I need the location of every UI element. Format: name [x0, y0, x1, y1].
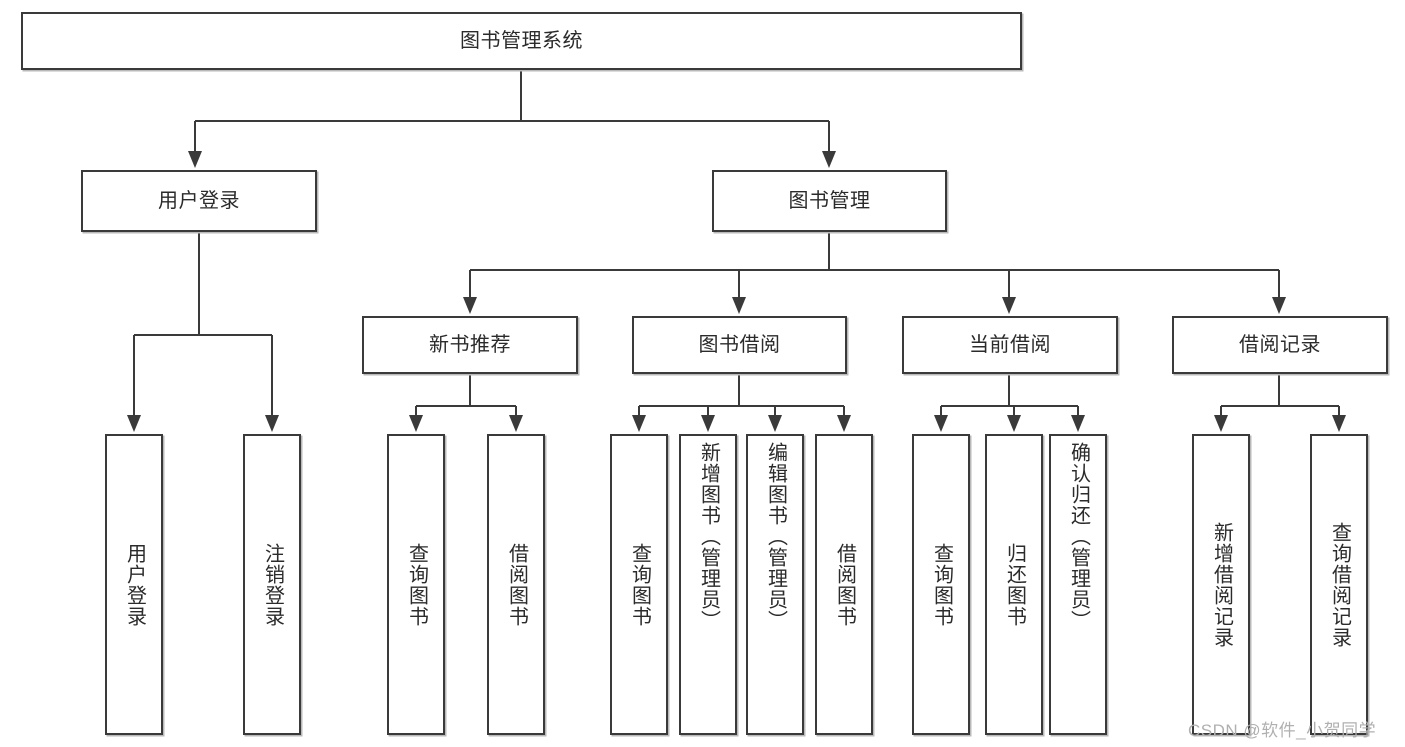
- node-label: 借阅图书: [505, 542, 528, 627]
- node-leaf-confirm-return[interactable]: 确认归还（管理员）: [1049, 434, 1107, 735]
- node-leaf-add-record[interactable]: 新增借阅记录: [1192, 434, 1250, 735]
- group-book-borrow-arrowhead: [701, 415, 715, 432]
- node-label: 查询图书: [930, 542, 953, 627]
- node-leaf-return-book[interactable]: 归还图书: [985, 434, 1043, 735]
- group-user-login-arrowhead: [127, 415, 141, 432]
- node-leaf-borrow-book-1[interactable]: 借阅图书: [487, 434, 545, 735]
- node-leaf-logout[interactable]: 注销登录: [243, 434, 301, 735]
- node-label: 图书借阅: [698, 333, 781, 356]
- node-leaf-add-book[interactable]: 新增图书（管理员）: [679, 434, 737, 735]
- node-label: 新增图书（管理员）: [697, 442, 720, 631]
- node-book-manage[interactable]: 图书管理: [712, 170, 947, 232]
- node-book-borrow[interactable]: 图书借阅: [632, 316, 847, 374]
- group-new-book-rec-arrowhead: [509, 415, 523, 432]
- group-book-manage-arrowhead: [463, 297, 477, 314]
- node-label: 新书推荐: [429, 333, 511, 356]
- node-label: 借阅图书: [833, 542, 856, 627]
- node-label: 归还图书: [1003, 542, 1026, 627]
- group-new-book-rec-arrowhead: [409, 415, 423, 432]
- node-current-borrow[interactable]: 当前借阅: [902, 316, 1118, 374]
- group-book-manage-arrowhead: [732, 297, 746, 314]
- node-label: 当前借阅: [969, 333, 1051, 356]
- node-label: 查询借阅记录: [1328, 521, 1351, 648]
- group-current-borrow-arrowhead: [1071, 415, 1085, 432]
- node-label: 图书管理: [788, 189, 871, 212]
- node-new-book-rec[interactable]: 新书推荐: [362, 316, 578, 374]
- group-user-login-arrowhead: [265, 415, 279, 432]
- node-label: 图书管理系统: [460, 29, 583, 52]
- node-leaf-borrow-book-2[interactable]: 借阅图书: [815, 434, 873, 735]
- node-leaf-query-book-3[interactable]: 查询图书: [912, 434, 970, 735]
- node-leaf-query-book-1[interactable]: 查询图书: [387, 434, 445, 735]
- node-leaf-query-book-2[interactable]: 查询图书: [610, 434, 668, 735]
- group-current-borrow-arrowhead: [1007, 415, 1021, 432]
- node-label: 借阅记录: [1239, 333, 1321, 356]
- group-book-manage-arrowhead: [1002, 297, 1016, 314]
- node-user-login[interactable]: 用户登录: [81, 170, 317, 232]
- node-label: 编辑图书（管理员）: [764, 442, 787, 631]
- node-root[interactable]: 图书管理系统: [21, 12, 1022, 70]
- node-leaf-query-record[interactable]: 查询借阅记录: [1310, 434, 1368, 735]
- group-book-manage-arrowhead: [1272, 297, 1286, 314]
- node-leaf-edit-book[interactable]: 编辑图书（管理员）: [746, 434, 804, 735]
- group-borrow-record-arrowhead: [1214, 415, 1228, 432]
- group-book-borrow-arrowhead: [837, 415, 851, 432]
- node-label: 用户登录: [158, 189, 240, 212]
- node-leaf-user-login[interactable]: 用户登录: [105, 434, 163, 735]
- node-label: 确认归还（管理员）: [1067, 442, 1090, 631]
- group-current-borrow-arrowhead: [934, 415, 948, 432]
- node-label: 新增借阅记录: [1210, 521, 1233, 648]
- node-label: 查询图书: [628, 542, 651, 627]
- group-book-borrow-arrowhead: [768, 415, 782, 432]
- group-root-arrowhead: [822, 151, 836, 168]
- node-label: 注销登录: [261, 542, 284, 627]
- group-book-borrow-arrowhead: [632, 415, 646, 432]
- node-label: 查询图书: [405, 542, 428, 627]
- group-root-arrowhead: [188, 151, 202, 168]
- node-borrow-record[interactable]: 借阅记录: [1172, 316, 1388, 374]
- group-borrow-record-arrowhead: [1332, 415, 1346, 432]
- node-label: 用户登录: [123, 542, 146, 627]
